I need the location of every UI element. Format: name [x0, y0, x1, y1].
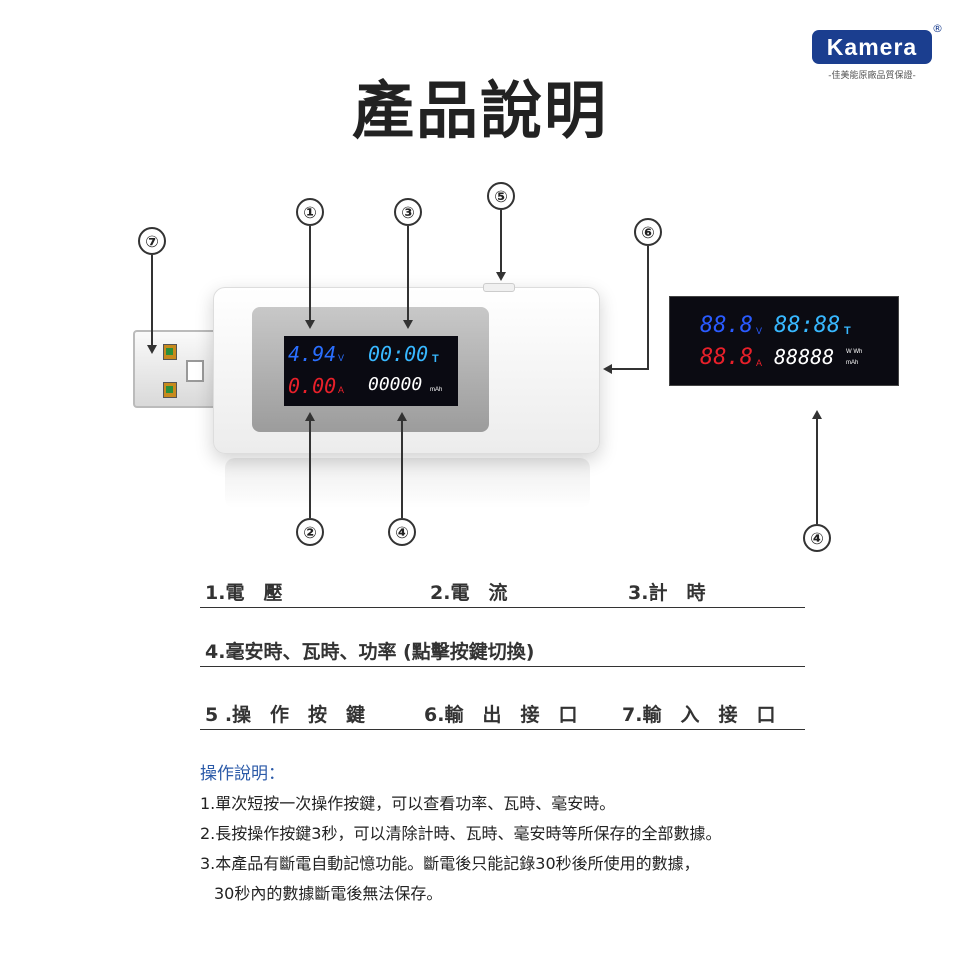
legend-output-port: 6.輸 出 接 口: [424, 704, 578, 726]
leader-line-5: [500, 210, 502, 272]
device-screen: 4.94 V 00:00 T 0.00 A 00000 mAh: [284, 336, 458, 406]
ref-capacity-unit-top: W Wh: [846, 349, 863, 355]
device-reflection: [225, 458, 590, 508]
operation-button[interactable]: [483, 283, 515, 292]
callout-4: ④: [388, 518, 416, 546]
ref-current: 88.8: [700, 345, 753, 370]
ref-voltage-unit: V: [756, 326, 763, 336]
leader-line-1: [309, 226, 311, 320]
arrow-3: [403, 320, 413, 329]
callout-5: ⑤: [487, 182, 515, 210]
operation-step-1: 1.單次短按一次操作按鍵，可以查看功率、瓦時、毫安時。: [200, 794, 616, 813]
callout-7: ⑦: [138, 227, 166, 255]
capacity-readout: 00000: [368, 374, 423, 395]
legend-voltage: 1.電 壓: [205, 582, 283, 604]
callout-2: ②: [296, 518, 324, 546]
operation-step-2: 2.長按操作按鍵3秒，可以清除計時、瓦時、毫安時等所保存的全部數據。: [200, 824, 722, 843]
legend-capacity: 4.毫安時、瓦時、功率 (點擊按鍵切換): [205, 641, 535, 663]
arrow-5: [496, 272, 506, 281]
brand-logo: Kamera: [812, 30, 932, 64]
brand-tagline: -佳美能原廠品質保證-: [828, 71, 916, 81]
voltage-unit: V: [338, 353, 345, 363]
arrow-4: [397, 412, 407, 421]
reference-screen: 88.8 V 88:88 T 88.8 A 88888 W Wh mAh: [669, 296, 899, 386]
ref-current-unit: A: [756, 358, 763, 368]
legend-input-port: 7.輸 入 接 口: [622, 704, 776, 726]
ref-capacity: 88888: [774, 345, 835, 369]
leader-line-3: [407, 226, 409, 320]
leader-line-4: [401, 420, 403, 518]
callout-1: ①: [296, 198, 324, 226]
ref-capacity-unit-bottom: mAh: [846, 360, 859, 366]
callout-4-reference: ④: [803, 524, 831, 552]
divider-2: [200, 666, 805, 667]
ref-timer: 88:88: [774, 313, 841, 338]
operation-step-3: 3.本產品有斷電自動記憶功能。斷電後只能記錄30秒後所使用的數據，: [200, 854, 700, 873]
arrow-1: [305, 320, 315, 329]
current-readout: 0.00: [288, 374, 337, 398]
leader-line-6: [647, 246, 649, 370]
legend-button: 5 .操 作 按 鍵: [205, 704, 366, 726]
legend-timer: 3.計 時: [628, 582, 706, 604]
callout-6: ⑥: [634, 218, 662, 246]
usb-slot: [186, 360, 204, 382]
capacity-unit: mAh: [430, 387, 443, 393]
divider-3: [200, 729, 805, 730]
ref-voltage: 88.8: [700, 313, 753, 338]
arrow-7: [147, 345, 157, 354]
timer-readout: 00:00: [368, 342, 429, 366]
leader-line-6-horizontal: [612, 368, 649, 370]
legend-current: 2.電 流: [430, 582, 508, 604]
usb-pin: [163, 344, 177, 360]
operation-step-3-continued: 30秒內的數據斷電後無法保存。: [214, 884, 443, 903]
arrow-2: [305, 412, 315, 421]
ref-timer-unit: T: [844, 325, 851, 337]
arrow-6: [603, 364, 612, 374]
leader-line-7: [151, 255, 153, 345]
voltage-readout: 4.94: [288, 342, 337, 366]
usb-pin: [163, 382, 177, 398]
usb-plug: [133, 330, 223, 408]
callout-3: ③: [394, 198, 422, 226]
registered-mark: ®: [932, 22, 943, 35]
leader-line-4-reference: [816, 418, 818, 524]
current-unit: A: [338, 385, 345, 395]
timer-unit: T: [432, 353, 439, 365]
operation-title: 操作說明：: [200, 764, 285, 784]
arrow-4-reference: [812, 410, 822, 419]
page-title: 產品說明: [351, 74, 608, 147]
divider-1: [200, 607, 805, 608]
leader-line-2: [309, 420, 311, 518]
